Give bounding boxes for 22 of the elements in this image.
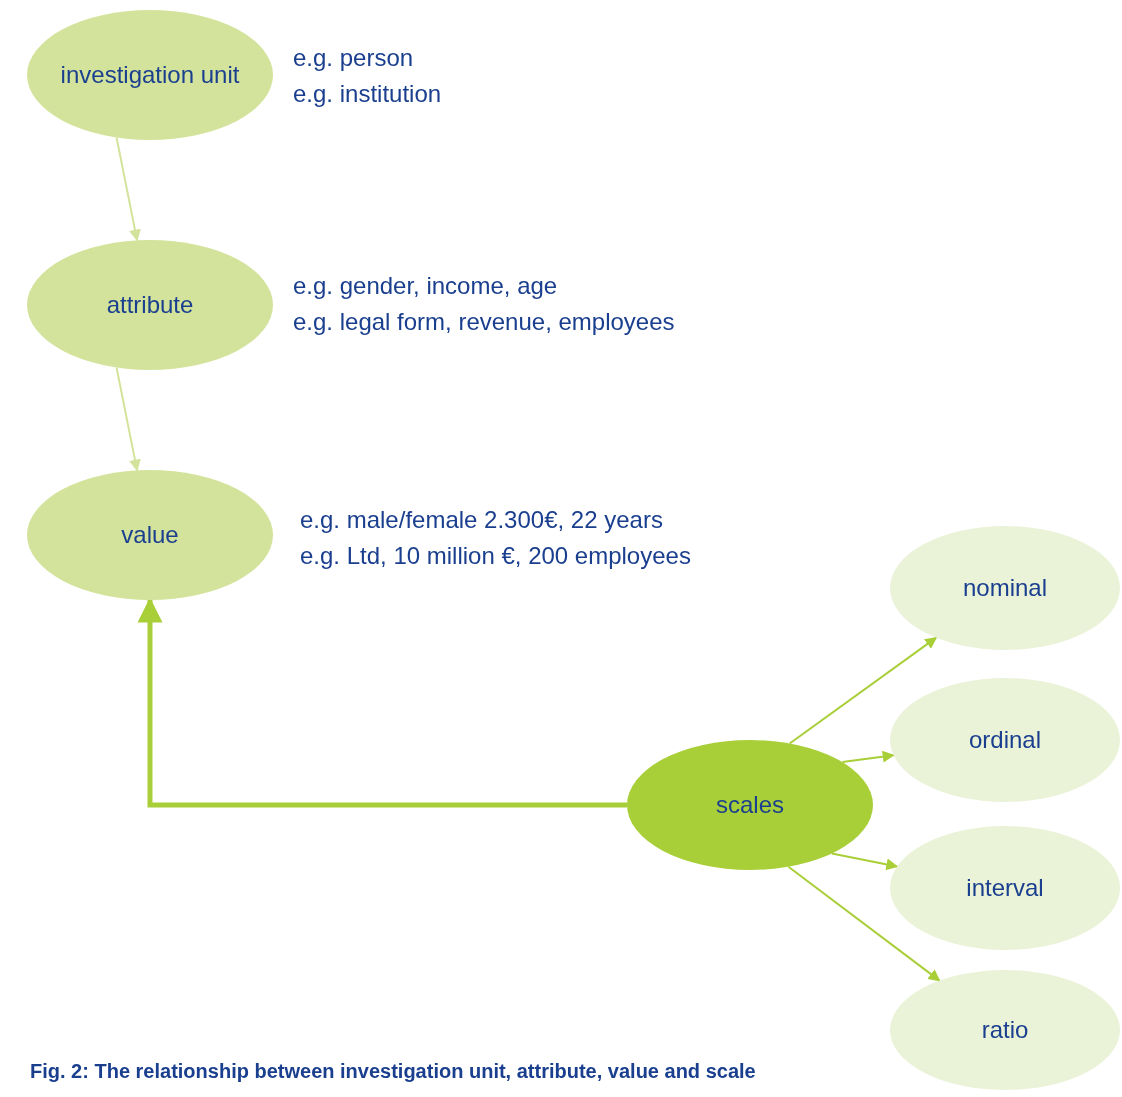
node-label: ordinal bbox=[968, 725, 1041, 756]
figure-caption: Fig. 2: The relationship between investigation unit, attribute, value and scale bbox=[30, 1059, 756, 1084]
arrow bbox=[137, 597, 627, 808]
arrow bbox=[115, 136, 141, 242]
node-label: scales bbox=[716, 790, 784, 821]
node-label: investigation unit bbox=[60, 60, 240, 91]
node-label: attribute bbox=[106, 290, 194, 321]
node-label: value bbox=[121, 520, 179, 551]
example-text: e.g. legal form, revenue, employees bbox=[293, 307, 675, 337]
arrow bbox=[115, 366, 141, 472]
arrow bbox=[787, 865, 941, 982]
arrow bbox=[830, 852, 899, 871]
node-label: ratio bbox=[981, 1015, 1029, 1046]
example-text: e.g. Ltd, 10 million €, 200 employees bbox=[300, 541, 691, 571]
arrow bbox=[841, 750, 895, 764]
arrow bbox=[788, 636, 938, 745]
node-label: nominal bbox=[962, 573, 1047, 604]
example-text: e.g. institution bbox=[293, 79, 442, 109]
example-text: e.g. person bbox=[293, 43, 415, 73]
node-label: interval bbox=[966, 873, 1044, 904]
example-text: e.g. gender, income, age bbox=[293, 271, 559, 301]
example-text: e.g. male/female 2.300€, 22 years bbox=[300, 505, 664, 535]
